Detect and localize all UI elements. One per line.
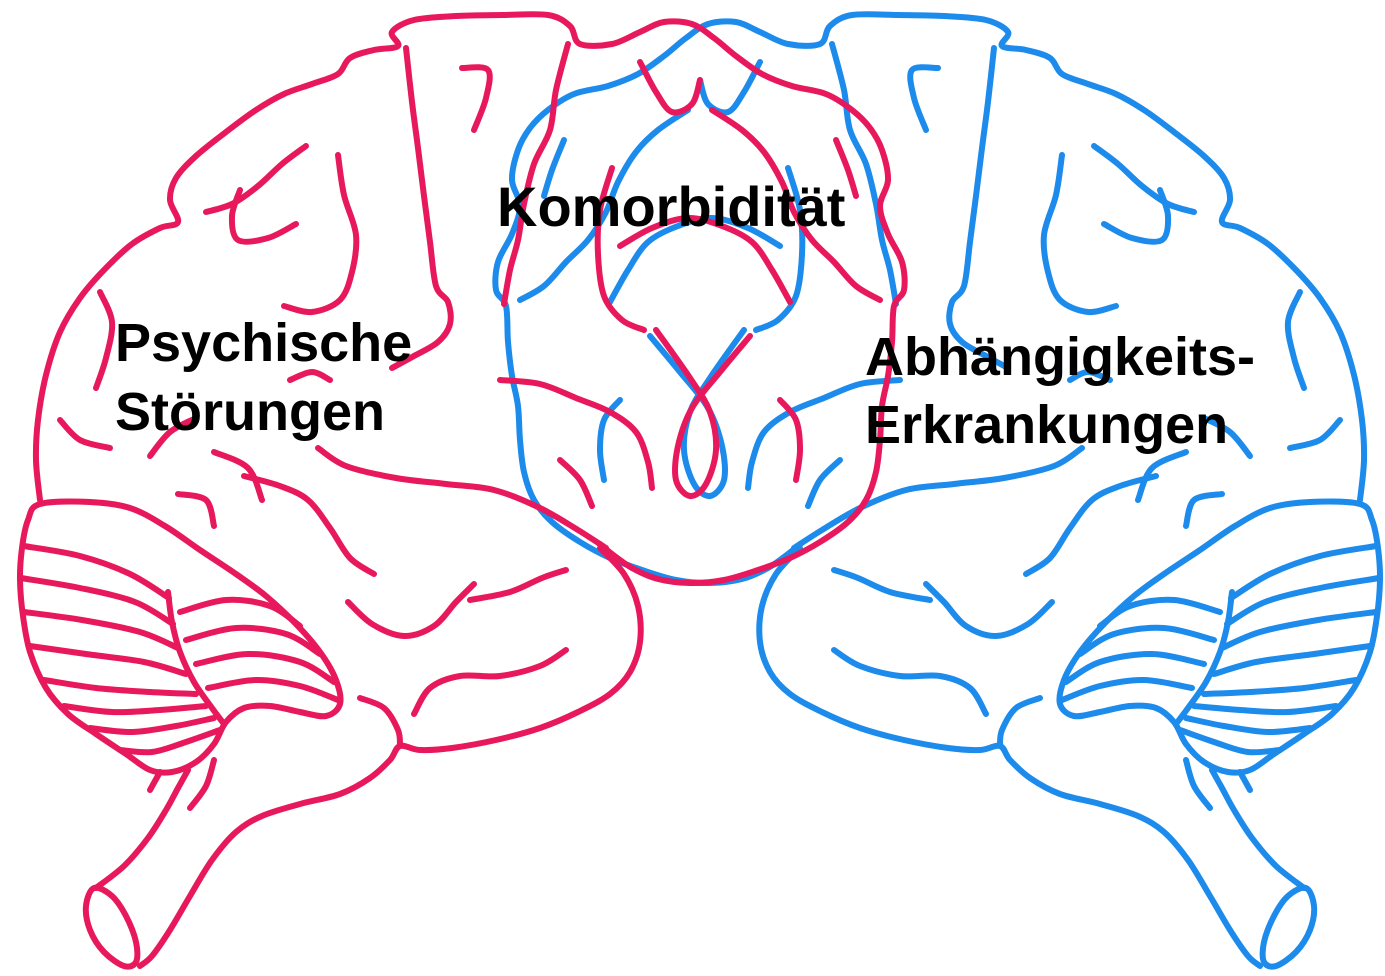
left-brain-mental-disorders (20, 14, 905, 967)
sulcus-line (178, 494, 214, 526)
sulcus-line (290, 372, 330, 380)
sulcus-loop (656, 330, 750, 496)
pons-outline (360, 698, 400, 746)
brainstem-mark (190, 760, 214, 808)
sulcus-line (470, 570, 566, 600)
sulcus-line (462, 67, 490, 130)
sulcus-line (414, 650, 566, 714)
cerebellum-folia-line (30, 646, 186, 674)
label-mental-disorders-line2: Störungen (115, 382, 385, 442)
right-brain-shape (495, 14, 1380, 967)
sulcus-line (96, 292, 112, 388)
sulcus-line (560, 460, 592, 506)
label-mental-disorders-line1: Psychische (115, 313, 412, 373)
right-brain-addiction (495, 14, 1380, 967)
label-comorbidity: Komorbidität (497, 175, 845, 238)
temporal-lobe-outline (140, 548, 641, 966)
sulcus-line (60, 420, 110, 448)
cerebellum-folia-line (208, 680, 338, 700)
cerebrum-outline (36, 14, 905, 583)
label-addiction-line1: Abhängigkeits- (865, 327, 1255, 387)
sulcus-line (284, 155, 356, 312)
brainstem-tip (86, 888, 138, 967)
cerebellum-folia-line (24, 612, 178, 648)
sulcus-line (206, 146, 306, 212)
cerebellum-folia-line (64, 706, 206, 712)
sulcus-line (348, 584, 474, 636)
cerebellum-folia-line (44, 680, 196, 694)
cerebellum-folia-line (90, 718, 214, 732)
sulcus-line (780, 400, 800, 480)
brainstem-edge (96, 770, 188, 888)
sulcus-line (244, 476, 374, 574)
cerebellum-folia-line (180, 600, 300, 626)
label-addiction-line2: Erkrankungen (865, 395, 1228, 455)
